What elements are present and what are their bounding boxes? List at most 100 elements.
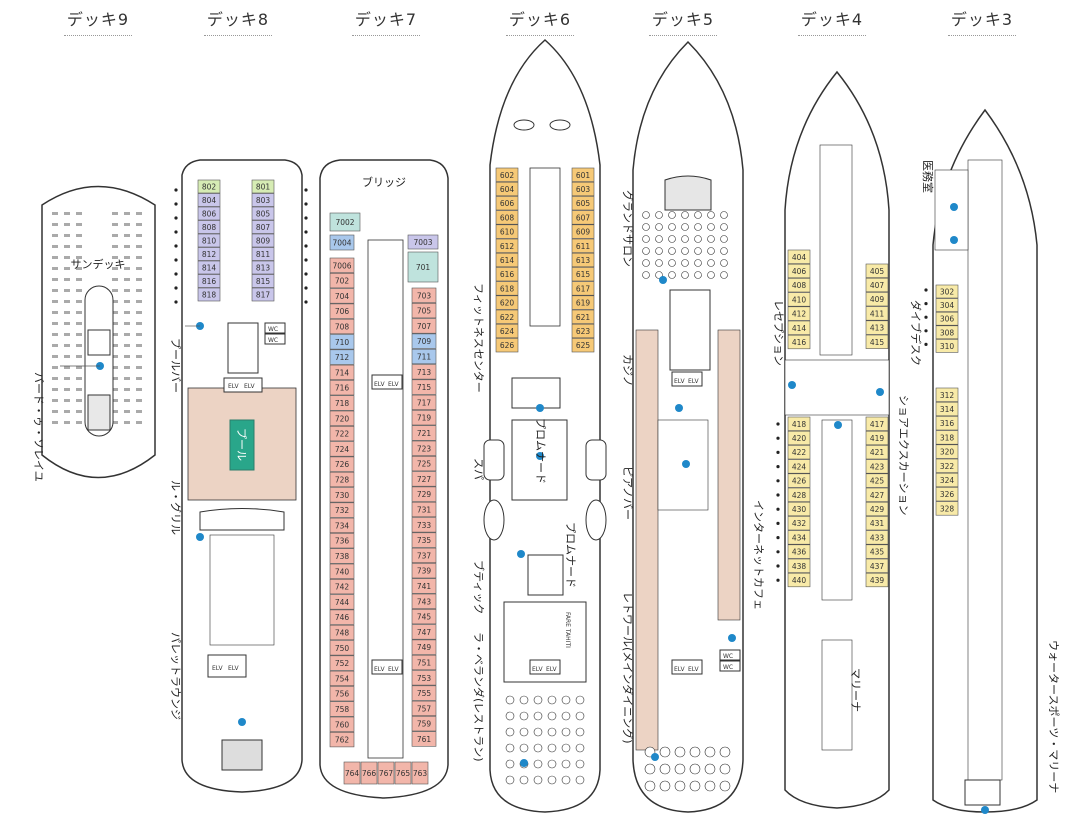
lounger <box>52 344 58 347</box>
cabin-number: 423 <box>870 462 885 471</box>
cabin-number: 807 <box>256 223 271 232</box>
cabin-number: 709 <box>417 337 432 346</box>
cabin-number: 761 <box>417 735 432 744</box>
table <box>659 763 671 775</box>
cabin-727 <box>411 471 437 487</box>
table <box>547 711 557 721</box>
cabin-312 <box>935 387 959 402</box>
deck-5: ELV ELV ELV ELV WC WC グランドサロン カジノ ピアノバー … <box>621 40 765 813</box>
lounger <box>64 289 70 292</box>
lounger <box>112 212 118 215</box>
cabin-number: 811 <box>256 250 271 259</box>
cabin-number: 404 <box>792 253 807 262</box>
cabin-7002 <box>329 212 361 232</box>
lounger <box>112 388 118 391</box>
lounger <box>52 355 58 358</box>
cabin-number: 737 <box>417 551 432 560</box>
cabin-number: 625 <box>576 341 591 350</box>
table <box>719 763 731 775</box>
elv-label: ELV <box>532 666 543 673</box>
lounger <box>76 355 82 358</box>
cabin-701 <box>407 251 439 283</box>
cabin-816 <box>197 274 221 288</box>
table <box>707 223 715 231</box>
lounger <box>136 212 142 215</box>
label-dive-desk: ダイブデスク <box>909 300 923 366</box>
cabin-number: 718 <box>335 399 350 408</box>
deck-title-6: デッキ6 <box>500 6 580 36</box>
cabin-number: 436 <box>792 548 807 557</box>
cabin-number: 755 <box>417 689 432 698</box>
lounger <box>112 377 118 380</box>
deck-title-7: デッキ7 <box>346 6 426 36</box>
label-pool-bar: プールバー <box>169 338 182 393</box>
lounger <box>52 333 58 336</box>
balcony-dot <box>776 436 780 440</box>
cabin-749 <box>411 639 437 655</box>
cabin-421 <box>865 445 889 460</box>
balcony-dot <box>304 258 308 262</box>
cabin-745 <box>411 608 437 625</box>
label-l-etoile: レトワール(メインダイニング) <box>621 592 635 744</box>
cabin-723 <box>411 440 437 456</box>
cabin-number: 406 <box>792 267 807 276</box>
table <box>719 780 731 792</box>
cabin-number: 414 <box>792 324 807 333</box>
cabin-number: 717 <box>417 398 432 407</box>
cabin-number: 606 <box>500 199 515 208</box>
cabin-320 <box>935 444 959 459</box>
lounger <box>64 245 70 248</box>
table <box>505 775 515 785</box>
elv-label: ELV <box>212 665 223 672</box>
cabin-710 <box>329 334 355 350</box>
label-grand-salon: グランドサロン <box>621 190 635 267</box>
table <box>533 775 543 785</box>
cabin-412 <box>787 306 811 321</box>
cabin-432 <box>787 516 811 531</box>
table <box>505 711 515 721</box>
cabin-number: 322 <box>940 462 955 471</box>
cabin-number: 712 <box>335 353 350 362</box>
elv-label: ELV <box>244 383 255 390</box>
balcony-dot <box>304 230 308 234</box>
cabin-736 <box>329 533 355 549</box>
cabin-744 <box>329 594 355 610</box>
table <box>644 763 656 775</box>
table <box>668 259 676 267</box>
lounger <box>64 322 70 325</box>
cabin-number: 733 <box>417 521 432 530</box>
cabin-number: 710 <box>335 338 350 347</box>
cabin-number: 438 <box>792 562 807 571</box>
cabin-439 <box>865 572 889 588</box>
cabin-709 <box>411 333 437 349</box>
cabin-number: 757 <box>417 704 432 713</box>
cabin-437 <box>865 558 889 573</box>
cabin-754 <box>329 670 355 686</box>
label-birdo: バード・ゥ・ソレイユ <box>32 372 45 482</box>
cabin-440 <box>787 572 811 588</box>
cabin-734 <box>329 517 355 533</box>
lounger <box>124 410 130 413</box>
lounger <box>76 322 82 325</box>
cabin-608 <box>495 210 519 225</box>
cabin-739 <box>411 563 437 579</box>
cabin-number: 421 <box>870 448 885 457</box>
cabin-614 <box>495 252 519 268</box>
cabin-number: 750 <box>335 644 350 653</box>
table <box>719 746 731 758</box>
lounger <box>124 421 130 424</box>
wc-label: WC <box>268 326 278 333</box>
cabin-818 <box>197 287 221 302</box>
lounger <box>124 311 130 314</box>
lounger <box>136 366 142 369</box>
deck-title-5: デッキ5 <box>643 6 723 36</box>
cabin-721 <box>411 425 437 441</box>
cabin-702 <box>329 272 355 289</box>
balcony-dot <box>174 230 178 234</box>
cabin-318 <box>935 430 959 445</box>
balcony-dot <box>924 342 928 346</box>
balcony-dot <box>174 300 178 304</box>
lounger <box>136 289 142 292</box>
